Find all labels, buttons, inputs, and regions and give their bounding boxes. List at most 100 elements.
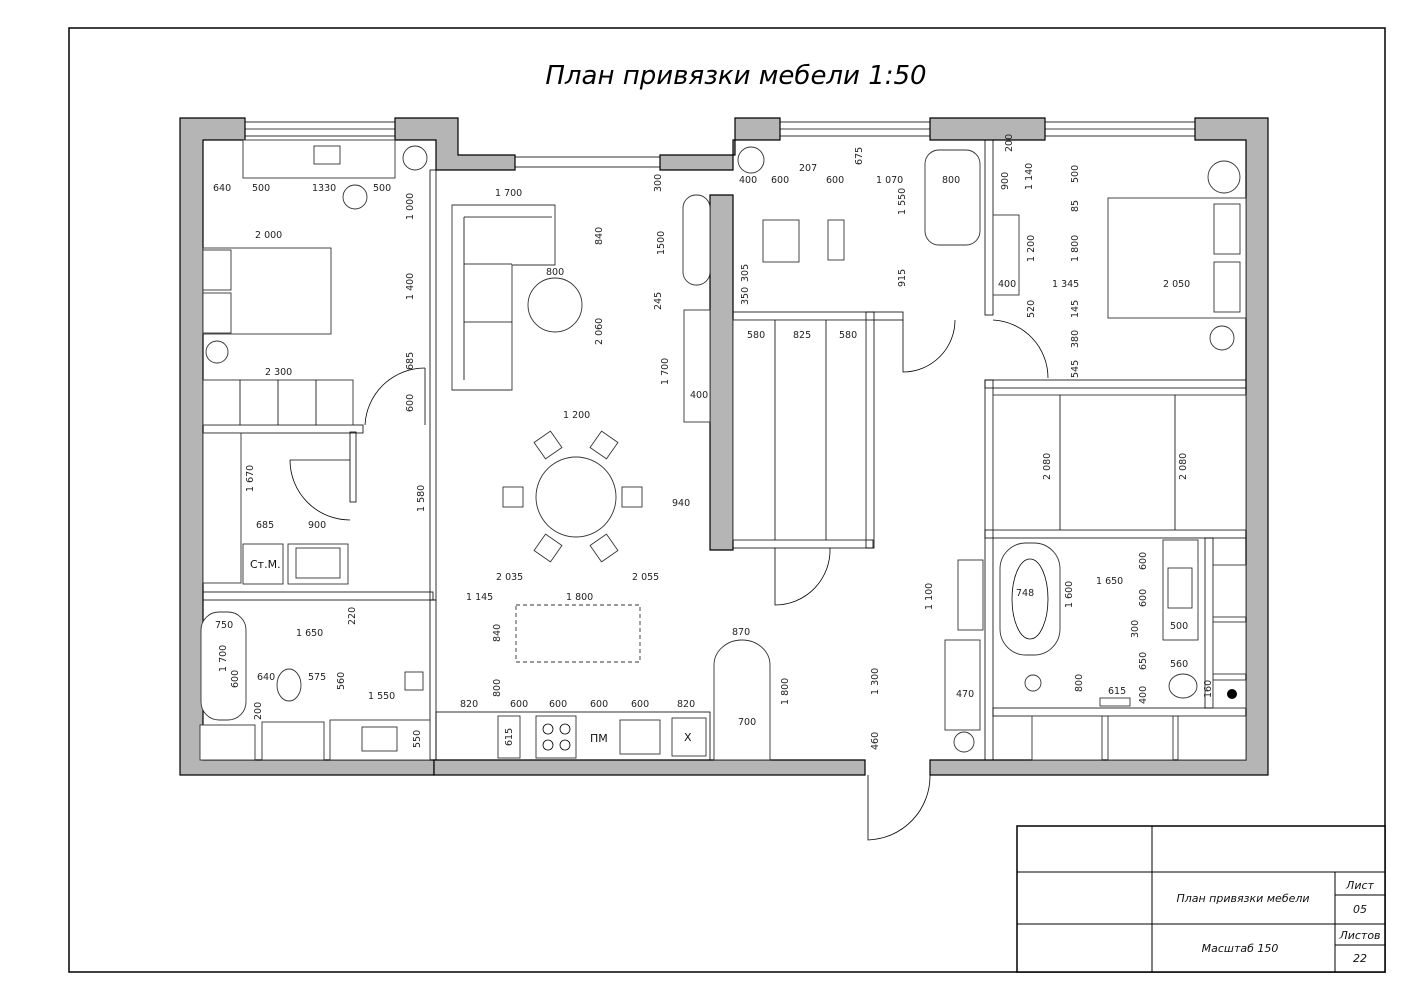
dim-label: 600: [590, 699, 608, 710]
dim-label: 685: [405, 352, 416, 370]
dim-label: 580: [747, 330, 765, 341]
dim-label: 700: [738, 717, 756, 728]
dim-label: 220: [347, 607, 358, 625]
dim-label: 545: [1070, 360, 1081, 378]
drawing-frame: [68, 27, 1386, 973]
dim-label: 550: [412, 730, 423, 748]
dim-label: 820: [677, 699, 695, 710]
doors: [289, 319, 1049, 841]
dim-label: 500: [1170, 621, 1188, 632]
dim-label: 748: [1016, 588, 1034, 599]
dim-label: 1 700: [218, 645, 229, 672]
dim-label: 685: [256, 520, 274, 531]
dim-label: 520: [1026, 300, 1037, 318]
dim-label: 145: [1070, 300, 1081, 318]
dim-label: 840: [492, 624, 503, 642]
dim-label: 800: [942, 175, 960, 186]
dim-label: 85: [1070, 200, 1081, 212]
dim-label: 380: [1070, 330, 1081, 348]
dim-label: 1 650: [1096, 576, 1123, 587]
dim-label: 160: [1203, 680, 1214, 698]
dim-label: 900: [1000, 172, 1011, 190]
dim-label: 400: [690, 390, 708, 401]
dim-label: 1 100: [924, 583, 935, 610]
dim-label: 1 550: [897, 188, 908, 215]
title-block-sheet-label: Лист: [1345, 879, 1374, 892]
dim-label: 915: [897, 269, 908, 287]
dim-label: 800: [1074, 674, 1085, 692]
dim-label: 207: [799, 163, 817, 174]
dim-label: 640: [257, 672, 275, 683]
dim-label: 800: [492, 679, 503, 697]
dim-label: 2 080: [1042, 453, 1053, 480]
dim-label: 600: [1138, 589, 1149, 607]
dim-label: 500: [1070, 165, 1081, 183]
dim-label: 2 060: [594, 318, 605, 345]
dim-label: 1 800: [780, 678, 791, 705]
dim-label: 820: [460, 699, 478, 710]
dim-label: 1 300: [870, 668, 881, 695]
dim-label: 615: [504, 728, 515, 746]
dishwasher-label: ПМ: [590, 732, 608, 745]
dim-label: 1 580: [416, 485, 427, 512]
title-block-sheet-number: 05: [1353, 903, 1367, 916]
dim-label: 305: [740, 264, 751, 282]
dim-label: 1 550: [368, 691, 395, 702]
dimensions: 640 500 1330 500 2 000 1 000 1 400 2 300…: [213, 134, 1214, 750]
dim-label: 460: [870, 732, 881, 750]
dim-label: 300: [653, 174, 664, 192]
dim-label: 1 700: [495, 188, 522, 199]
dim-label: 600: [771, 175, 789, 186]
dim-label: 800: [546, 267, 564, 278]
dim-label: 600: [631, 699, 649, 710]
dim-label: 600: [405, 394, 416, 412]
dim-label: 400: [1138, 686, 1149, 704]
dim-label: 580: [839, 330, 857, 341]
title-block-scale: Масштаб 150: [1202, 942, 1279, 955]
dim-label: 500: [373, 183, 391, 194]
dim-label: 1 800: [1070, 235, 1081, 262]
dim-label: 840: [594, 227, 605, 245]
dim-label: 600: [826, 175, 844, 186]
dim-label: 1 345: [1052, 279, 1079, 290]
dim-label: 2 035: [496, 572, 523, 583]
furniture: [199, 139, 1247, 761]
dim-label: 900: [308, 520, 326, 531]
dim-label: 1 070: [876, 175, 903, 186]
dim-label: 2 300: [265, 367, 292, 378]
title-block-sheets-label: Листов: [1338, 929, 1380, 942]
title-block: [1016, 825, 1386, 973]
dim-label: 600: [510, 699, 528, 710]
dim-label: 2 050: [1163, 279, 1190, 290]
dim-label: 870: [732, 627, 750, 638]
dim-label: 600: [549, 699, 567, 710]
dim-label: 245: [653, 292, 664, 310]
dim-label: 200: [1004, 134, 1015, 152]
dim-label: 350: [740, 287, 751, 305]
dim-label: 825: [793, 330, 811, 341]
dim-label: 500: [252, 183, 270, 194]
dim-label: 2 055: [632, 572, 659, 583]
dim-label: 750: [215, 620, 233, 631]
dim-label: 940: [672, 498, 690, 509]
dim-label: 1 650: [296, 628, 323, 639]
dim-label: 1 200: [563, 410, 590, 421]
dim-label: 400: [998, 279, 1016, 290]
dim-label: 600: [1138, 552, 1149, 570]
washer-label: Ст.М.: [250, 558, 281, 571]
dim-label: 2 000: [255, 230, 282, 241]
title-block-sheets-total: 22: [1353, 952, 1367, 965]
dim-label: 650: [1138, 652, 1149, 670]
sheet-title: План привязки мебели 1:50: [545, 61, 926, 91]
dim-label: 615: [1108, 686, 1126, 697]
dim-label: 1 600: [1064, 581, 1075, 608]
dim-label: 470: [956, 689, 974, 700]
dim-label: 575: [308, 672, 326, 683]
dim-label: 1 400: [405, 273, 416, 300]
fridge-label: Х: [684, 731, 692, 744]
dim-label: 1 200: [1026, 235, 1037, 262]
dim-label: 1330: [312, 183, 336, 194]
dim-label: 1 800: [566, 592, 593, 603]
exterior-walls: [179, 117, 1269, 776]
dim-label: 400: [739, 175, 757, 186]
